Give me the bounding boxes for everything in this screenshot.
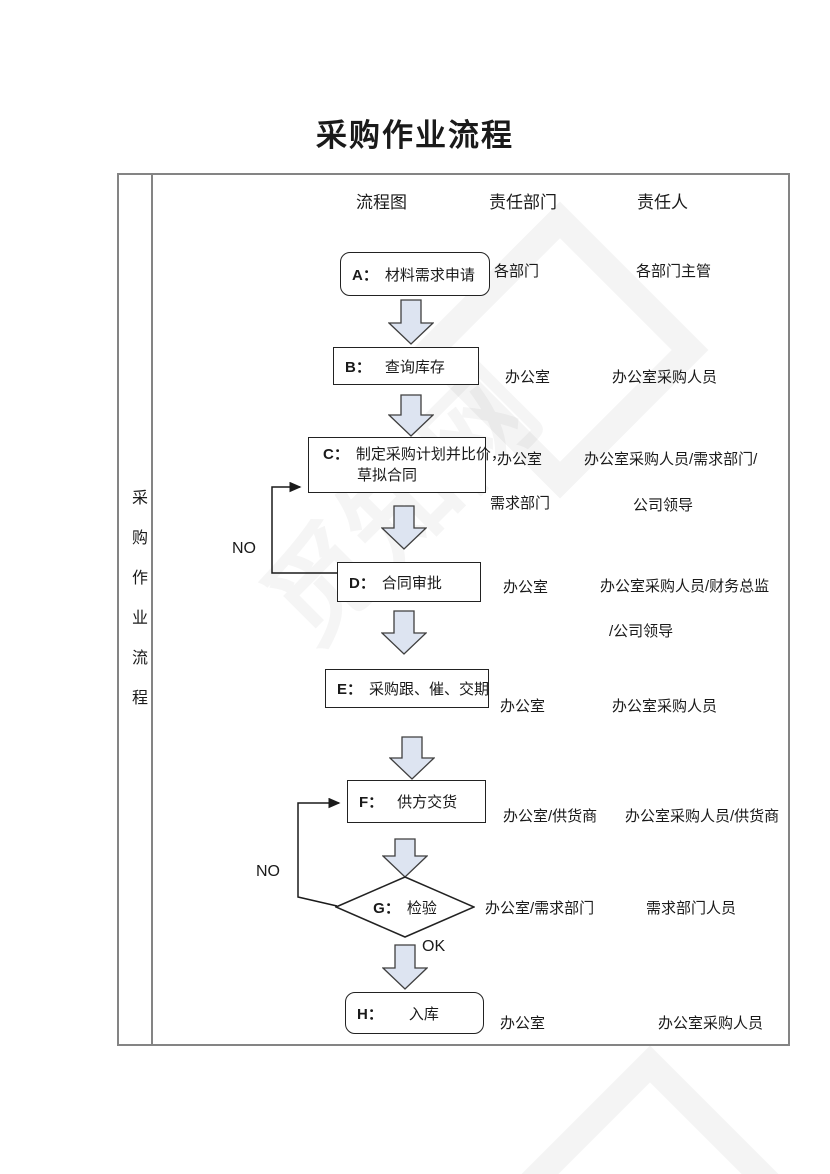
person-text-d: 办公室采购人员/财务总监: [600, 578, 770, 595]
step-label: 采购跟、催、交期: [369, 681, 490, 698]
flow-box-b: B： 查询库存: [333, 347, 479, 385]
dept-text-f: 办公室/供货商: [503, 808, 598, 825]
step-label: 合同审批: [381, 574, 442, 592]
step-label: 制定采购计划并比价，: [355, 446, 506, 463]
no-label-g: NO: [256, 863, 280, 880]
dept-text-g: 办公室/需求部门: [485, 900, 595, 917]
step-letter: C：: [323, 446, 349, 463]
step-letter: F：: [359, 794, 384, 811]
table-divider-line: [151, 173, 153, 1046]
step-letter: D：: [349, 574, 375, 592]
block-arrow-down-icon: [381, 610, 427, 655]
block-arrow-down-icon: [388, 394, 434, 437]
step-letter: B：: [345, 358, 371, 376]
block-arrow-down-icon: [389, 736, 435, 780]
dept-text-c-2: 需求部门: [490, 495, 551, 512]
column-header-dept: 责任部门: [489, 193, 557, 212]
block-arrow-down-icon: [381, 505, 427, 550]
step-line1: C： 制定采购计划并比价，: [323, 446, 506, 463]
dept-text-b: 办公室: [505, 369, 551, 386]
step-letter: E：: [337, 681, 363, 698]
side-label: 采购作业流程: [129, 489, 146, 729]
person-text-g: 需求部门人员: [646, 900, 737, 917]
dept-text-e: 办公室: [500, 698, 546, 715]
column-header-flow: 流程图: [356, 193, 407, 212]
dept-text-a: 各部门: [494, 263, 540, 280]
block-arrow-down-icon: [382, 944, 428, 990]
flow-box-a: A： 材料需求申请: [340, 252, 490, 296]
person-text-h: 办公室采购人员: [658, 1015, 764, 1032]
no-label-d: NO: [232, 540, 256, 557]
table-border: [117, 173, 790, 1046]
watermark-diamond-bottom: [515, 1045, 785, 1174]
flow-box-e: E： 采购跟、催、交期: [325, 669, 489, 708]
step-label: 检验: [406, 899, 437, 917]
step-label: 查询库存: [384, 358, 445, 376]
step-label: 供方交货: [397, 794, 458, 811]
page-title: 采购作业流程: [316, 118, 514, 153]
step-letter: G：: [373, 899, 400, 917]
block-arrow-down-icon: [382, 838, 428, 878]
dept-text-h: 办公室: [500, 1015, 546, 1032]
person-text-c-2: 公司领导: [633, 497, 694, 514]
step-letter: H：: [357, 1005, 383, 1023]
step-letter: A：: [352, 266, 378, 284]
ok-label: OK: [422, 938, 446, 955]
decision-diamond-g: [335, 876, 475, 938]
person-text-a: 各部门主管: [636, 263, 712, 280]
flow-box-c: C： 制定采购计划并比价， 草拟合同: [308, 437, 506, 493]
person-text-d-2: /公司领导: [609, 623, 674, 640]
flow-box-h: H： 入库: [345, 992, 484, 1034]
dept-text-c: 办公室: [497, 451, 543, 468]
block-arrow-down-icon: [388, 299, 434, 345]
person-text-f: 办公室采购人员/供货商: [625, 808, 780, 825]
step-label-line2: 草拟合同: [357, 467, 418, 484]
step-label: 入库: [408, 1005, 439, 1023]
person-text-b: 办公室采购人员: [612, 369, 718, 386]
dept-text-d: 办公室: [503, 579, 549, 596]
flow-box-g: G： 检验: [335, 876, 475, 938]
column-header-person: 责任人: [637, 193, 688, 212]
step-label: 材料需求申请: [384, 266, 475, 284]
flow-box-d: D： 合同审批: [337, 562, 481, 602]
person-text-e: 办公室采购人员: [612, 698, 718, 715]
person-text-c: 办公室采购人员/需求部门/: [584, 451, 758, 468]
flow-box-f: F： 供方交货: [347, 780, 486, 823]
